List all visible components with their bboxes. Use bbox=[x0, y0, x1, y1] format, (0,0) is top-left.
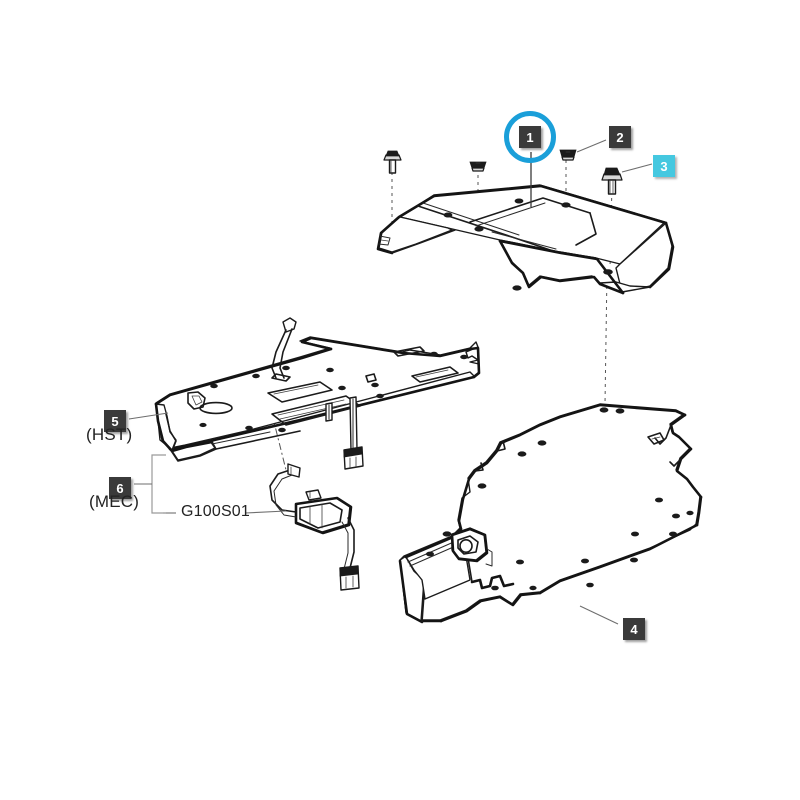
fastener-bolt-left[interactable] bbox=[383, 150, 402, 174]
part-hst-floor-mat[interactable] bbox=[128, 317, 481, 470]
annotation-part-code: G100S01 bbox=[181, 503, 251, 520]
callout-tag-1[interactable]: 1 bbox=[519, 126, 541, 148]
callout-tag-5[interactable]: 5 bbox=[104, 410, 126, 432]
fastener-bolt-part3[interactable] bbox=[601, 167, 623, 195]
annotation-mec: (MEC) bbox=[89, 492, 140, 511]
callout-leaders bbox=[576, 139, 653, 173]
highlight-ring-part-1 bbox=[504, 111, 556, 163]
part-cover-panel[interactable] bbox=[376, 152, 675, 295]
panel-bracket bbox=[450, 527, 493, 567]
callout-tag-4[interactable]: 4 bbox=[623, 618, 645, 640]
callout-tag-6[interactable]: 6 bbox=[109, 477, 131, 499]
part-floor-panel[interactable] bbox=[398, 403, 703, 625]
variant-brackets bbox=[134, 454, 166, 514]
fastener-nut-part2[interactable] bbox=[559, 149, 577, 161]
annotation-hst: (HST) bbox=[86, 425, 133, 444]
callout-tag-2[interactable]: 2 bbox=[609, 126, 631, 148]
fastener-nut-mid[interactable] bbox=[469, 161, 487, 172]
callout-tag-3[interactable]: 3 bbox=[653, 155, 675, 177]
part-switch-harness[interactable] bbox=[163, 463, 360, 591]
